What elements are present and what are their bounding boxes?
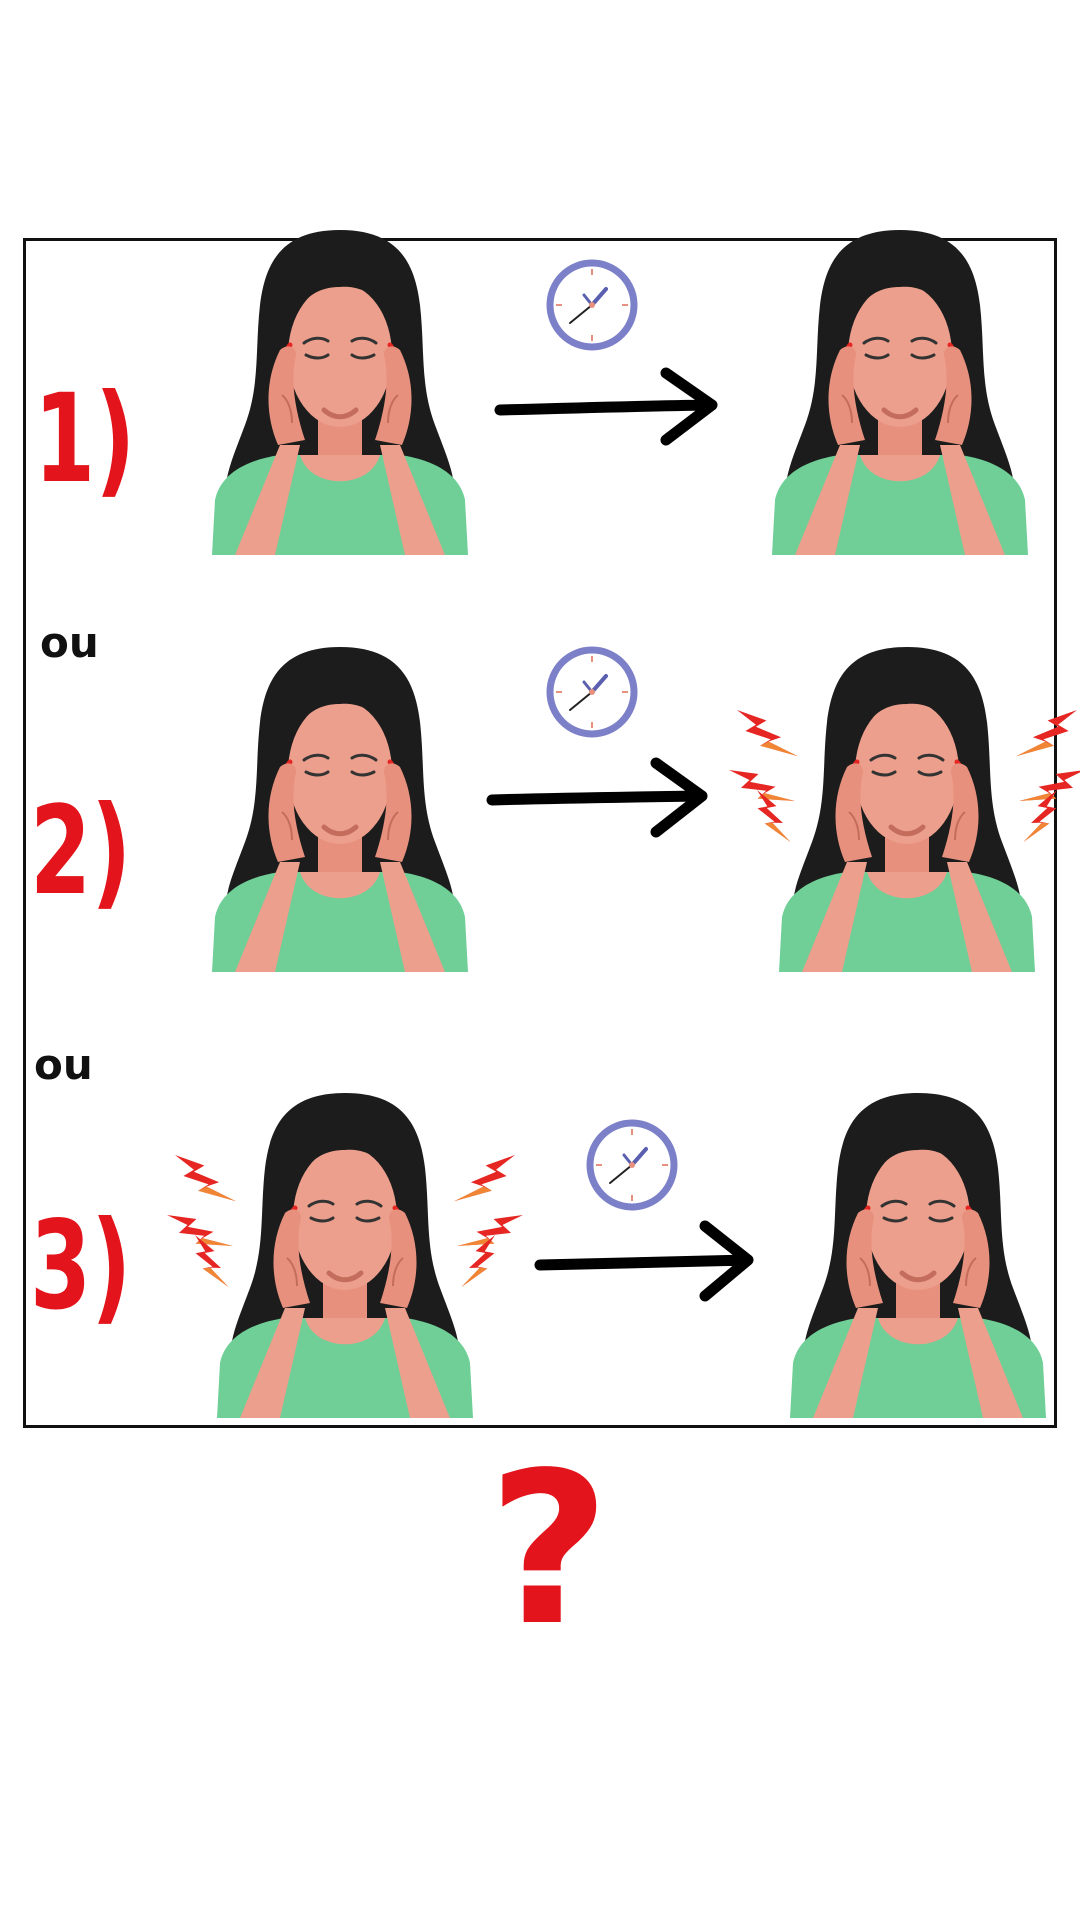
arrow-right-icon xyxy=(494,367,718,446)
woman-row3-after xyxy=(790,1093,1046,1418)
separator-ou-1: ou xyxy=(40,618,99,667)
clock-icon xyxy=(550,650,634,734)
clock-icon xyxy=(590,1123,674,1207)
option-label-3: 3) xyxy=(30,1195,132,1337)
woman-row2-after xyxy=(779,647,1035,972)
arrow-right-icon xyxy=(486,757,708,838)
question-mark: ? xyxy=(488,1427,610,1672)
arrow-right-icon xyxy=(534,1220,754,1302)
woman-row1-after xyxy=(772,230,1028,555)
option-label-1: 1) xyxy=(34,368,136,510)
woman-row1-before xyxy=(212,230,468,555)
option-label-2: 2) xyxy=(30,780,132,922)
woman-row2-before xyxy=(212,647,468,972)
woman-row3-before xyxy=(217,1093,473,1418)
clock-icon xyxy=(550,263,634,347)
separator-ou-2: ou xyxy=(34,1040,93,1089)
comparison-frame xyxy=(23,238,1057,1428)
